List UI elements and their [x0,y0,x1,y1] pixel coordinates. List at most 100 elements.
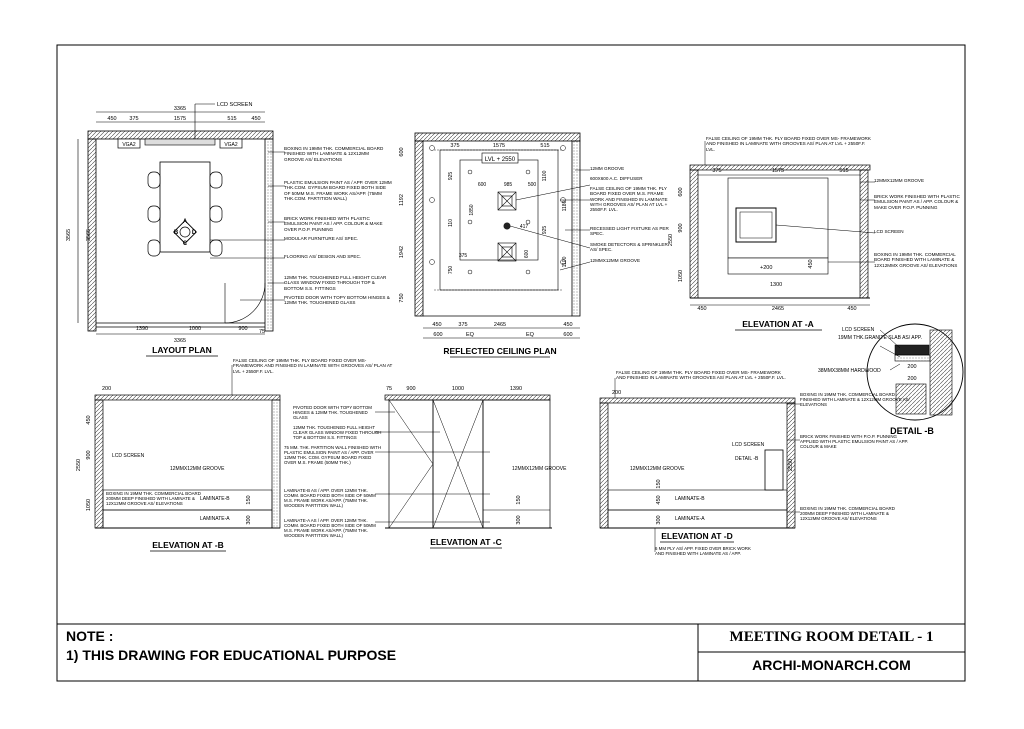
detail-b-circle [866,323,964,421]
rcp-b4: EQ [466,332,475,338]
elev-d-lcd-side [764,449,784,491]
plan-note-2: PLASTIC EMULSION PAINT AS / APP. OVER 12… [284,180,392,201]
plan-dim-1: 450 [107,116,116,122]
elev-a-left-4: 2550 [668,234,674,246]
elev-b-left-5: 450 [86,415,92,424]
rcp-b5: 2465 [494,322,506,328]
elev-c-note-1-fo: PIVOTED DOOR WITH TOPY BOTTOM HINGES & 1… [293,405,372,420]
glass-x-2 [432,399,484,529]
layout-plan: VGA2 VGA2 LCD SCREEN A B C D 3365 [66,102,392,357]
elev-a-inner-dim-2: 1300 [770,282,782,288]
elev-a-inner-dim-1: +200 [760,265,772,271]
rcp-in-3: 500 [528,182,537,188]
marker-b: B [174,230,179,236]
chairs [147,171,223,257]
elev-a-b3: 450 [847,306,856,312]
elev-b-left-wall [94,399,104,529]
rcp-in-4: 925 [448,172,454,181]
elev-d-bottom-note: 6 MM PLY AS/ APP. FIXED OVER BRICK WORK … [655,546,751,557]
elevation-a: +200 1300 450 375 1575 515 600 900 1050 … [668,136,960,331]
detail-b-note-2: 19MM THK.GRANITE SLAB AS/ APP. [838,335,922,341]
elev-a-b1: 450 [697,306,706,312]
elev-d-bottom-note-fo: 6 MM PLY AS/ APP. FIXED OVER BRICK WORK … [655,546,751,557]
rcp-b1: 450 [432,322,441,328]
ceiling-plan: LVL + 2550 375 1575 515 600 1192 1942 75… [399,132,669,358]
marker-d: D [192,230,197,236]
rcp-note-3-fo: FALSE CEILING OF 19MM THK. PLY BOARD FIX… [590,186,668,213]
elev-a-console [727,257,829,275]
plan-note-3: BRICK WORK FINISHED WITH PLASTIC EMULSIO… [284,216,383,232]
plan-leaders [210,151,285,301]
elev-d-note-1: BOXING IN 19MM THK. COMMERCIAL BOARD FIN… [800,392,910,408]
rcp-right-wall [571,140,581,317]
plan-dim-2: 375 [129,116,138,122]
elev-d-note-2-fo: BRICK WORK FINISHED WITH P.O.P. PUNNING … [800,434,909,450]
elev-a-top-3: 515 [839,168,848,174]
rcp-in-7: 750 [448,266,454,275]
plan-left-wall [87,138,97,332]
detail-b-note-3: 38MMX38MM HARDWOOD [818,368,881,374]
elev-a-leaders [775,181,876,263]
elev-b-right-wall [271,399,281,529]
rcp-in-12: 1100 [542,170,548,181]
elev-a-top-1: 375 [712,168,721,174]
conference-table [159,161,211,253]
detail-b-dim-2: 200 [907,376,916,382]
rcp-b3: 600 [433,332,442,338]
vga-tag-left: VGA2 [122,142,136,148]
elev-d-base [607,509,788,529]
plan-dim-side-1: 3565 [66,229,72,241]
elev-b-left-2: 2550 [76,459,82,471]
plan-note-5-fo: FLOORING AS/ DESIGN AND SPEC. [284,254,361,259]
elev-d-left-3: 150 [656,479,662,488]
rcp-note-1: 12MM GROOVE [590,166,625,171]
elev-c-top-3: 1000 [452,386,464,392]
elev-c-note-4: LAMINATE-B AS / APP. OVER 12MM THK. COMM… [284,488,376,509]
marker-a: A [183,219,188,225]
elev-a-note-2-fo: BRICK WORK FINISHED WITH PLASTIC EMULSIO… [874,194,960,210]
plan-dim-3: 1575 [174,116,186,122]
recessed-lights [429,145,566,275]
elev-d-lam-a: LAMINATE-A [675,516,705,522]
note-line-1: 1) THIS DRAWING FOR EDUCATIONAL PURPOSE [66,647,397,663]
detail-b: 200 200 LCD SCREEN 19MM THK.GRANITE SLAB… [818,323,964,436]
elev-d-note-2: BRICK WORK FINISHED WITH P.O.P. PUNNING … [800,434,909,450]
rcp-b2: 375 [458,322,467,328]
rcp-in-1: 600 [478,182,487,188]
elev-c-note-2-fo: 12MM THK. TOUGHENED FULL HEIGHT CLEAR GL… [293,425,381,440]
plan-dim-b3: 900 [238,326,247,332]
plan-dim-b1: 1390 [136,326,148,332]
marker-c: C [183,241,188,247]
rcp-in-6: 1850 [469,204,475,215]
plan-note-2-fo: PLASTIC EMULSION PAINT AS / APP. OVER 12… [284,180,392,201]
rcp-note-3: FALSE CEILING OF 19MM THK. PLY BOARD FIX… [590,186,668,213]
elev-b-base [102,509,273,529]
elev-a-note-1: 12MMX12MM GROOVE [874,178,925,183]
detail-b-caption: DETAIL -B [890,426,934,436]
rcp-in-9: 417 [520,224,529,230]
elev-c-groove: 12MMX12MM GROOVE [512,466,567,472]
rcp-note-4-fo: RECESSED LIGHT FIXTURE AS PER SPEC. [590,226,669,236]
elev-d-note-1-fo: BOXING IN 19MM THK. COMMERCIAL BOARD FIN… [800,392,910,408]
elev-b-boxing-note-fo: BOXING IN 19MM THK. COMMERCIAL BOARD 200… [106,491,201,506]
elev-c-caption: ELEVATION AT -C [430,537,501,547]
elev-a-top-note: FALSE CEILING OF 19MM THK. PLY BOARD FIX… [706,136,871,152]
elev-a-lcd [735,207,777,243]
section-marker: A B C D [173,219,197,247]
elev-d-caption: ELEVATION AT -D [661,531,732,541]
elev-d-top-note-fo: FALSE CEILING OF 19MM THK. PLY BOARD FIX… [616,370,786,380]
rcp-in-11: 925 [542,226,548,235]
elev-c-in-2: 300 [516,515,522,524]
elev-d-left-wall [599,402,609,529]
elev-d-leaders [654,403,800,552]
elev-d-ceiling [599,397,796,404]
plan-note-4: MODULAR FURNITURE AS/ SPEC. [284,236,359,241]
detail-b-note-1: LCD SCREEN [842,327,875,333]
elev-c-top-1: 75 [386,386,392,392]
elev-b-in-2: 300 [246,515,252,524]
elev-c-top-4: 1390 [510,386,522,392]
elev-a-left-wall [689,169,699,299]
elev-b-lam-a: LAMINATE-A [200,516,230,522]
elev-d-left-1: 200 [612,390,621,396]
elev-c-ceiling [384,394,551,401]
